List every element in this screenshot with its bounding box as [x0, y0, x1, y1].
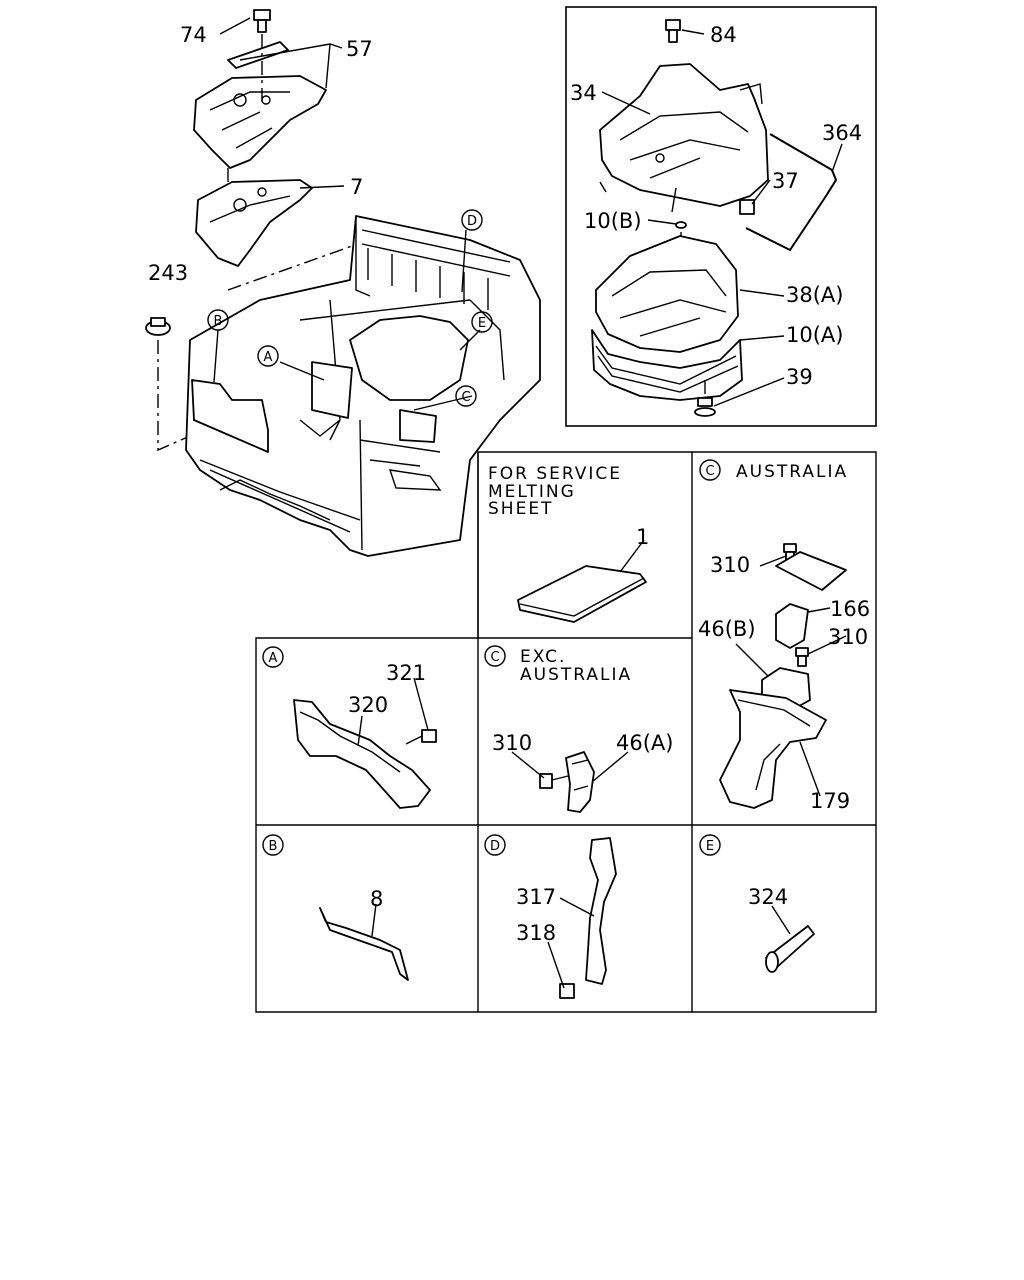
svg-text:C: C: [461, 390, 470, 405]
melting-sheet-panel: [517, 565, 647, 623]
callout-310-au1: 310: [710, 553, 750, 577]
callout-243: 243: [148, 261, 188, 285]
detail-grid: [255, 451, 877, 1013]
exc-australia-panel-heading: C EXC. AUSTRALIA: [484, 645, 632, 685]
detail-a-parts: [293, 699, 437, 809]
svg-text:E: E: [478, 316, 486, 331]
marker-c-main: C: [455, 385, 477, 407]
svg-text:D: D: [490, 839, 500, 854]
svg-text:C: C: [705, 464, 714, 479]
svg-text:MELTING: MELTING: [488, 482, 576, 502]
svg-text:FOR SERVICE: FOR SERVICE: [488, 464, 622, 484]
callout-labels: 74 57 7 243 84 34 364 37 10(B) 38(A) 10(…: [148, 23, 870, 945]
marker-b-main: B: [207, 309, 229, 331]
detail-d-heading: D: [484, 834, 506, 856]
callout-318: 318: [516, 921, 556, 945]
clip-243-icon: [145, 317, 171, 336]
australia-panel-heading: C AUSTRALIA: [699, 459, 848, 482]
bolt-84-icon: [665, 19, 681, 43]
svg-text:B: B: [214, 314, 223, 329]
tray-assembly: [591, 19, 838, 417]
callout-364: 364: [822, 121, 862, 145]
callout-7: 7: [350, 175, 363, 199]
callout-317: 317: [516, 885, 556, 909]
callout-166: 166: [830, 597, 870, 621]
marker-d: D: [461, 209, 483, 231]
svg-text:AUSTRALIA: AUSTRALIA: [520, 665, 632, 685]
callout-39: 39: [786, 365, 813, 389]
svg-text:AUSTRALIA: AUSTRALIA: [736, 462, 848, 482]
screw-321-icon: [405, 729, 437, 745]
callout-37: 37: [772, 169, 799, 193]
bolt-74-icon: [253, 9, 271, 33]
detail-b-parts: [319, 907, 409, 981]
callout-38a: 38(A): [786, 283, 843, 307]
detail-e-heading: E: [699, 834, 721, 856]
callout-310-au2: 310: [828, 625, 868, 649]
svg-text:D: D: [467, 214, 477, 229]
callout-310-exc: 310: [492, 731, 532, 755]
nut-37-icon: [739, 199, 755, 215]
callout-10b: 10(B): [584, 209, 642, 233]
marker-e: E: [471, 311, 493, 333]
svg-text:SHEET: SHEET: [488, 499, 553, 519]
service-panel-heading: FOR SERVICE MELTING SHEET: [488, 464, 622, 519]
callout-8: 8: [370, 887, 383, 911]
bolt-310-exc-icon: [539, 773, 569, 789]
callout-324: 324: [748, 885, 788, 909]
detail-e-parts: [765, 925, 815, 973]
svg-text:A: A: [269, 651, 278, 666]
detail-a-heading: A: [262, 646, 284, 668]
svg-text:C: C: [490, 650, 499, 665]
tray-assembly-box: [565, 6, 877, 427]
svg-text:B: B: [269, 839, 278, 854]
bolt-39-icon: [694, 397, 716, 417]
detail-b-heading: B: [262, 834, 284, 856]
callout-10a: 10(A): [786, 323, 843, 347]
detail-d-parts: [559, 837, 617, 999]
leader-lines: [213, 17, 847, 989]
callout-84: 84: [710, 23, 737, 47]
callout-179: 179: [810, 789, 850, 813]
callout-46a: 46(A): [616, 731, 673, 755]
australia-panel-parts: [719, 543, 847, 809]
svg-text:A: A: [264, 350, 273, 365]
detail-c-exc-parts: [539, 751, 595, 813]
callout-34: 34: [570, 81, 597, 105]
marker-a-main: A: [257, 345, 279, 367]
svg-text:E: E: [706, 839, 714, 854]
callout-74: 74: [180, 23, 207, 47]
floor-assembly: [145, 9, 541, 557]
callout-321: 321: [386, 661, 426, 685]
svg-text:EXC.: EXC.: [520, 647, 566, 667]
screw-318-icon: [559, 983, 575, 999]
callout-1: 1: [636, 525, 649, 549]
callout-320: 320: [348, 693, 388, 717]
bolt-310b-icon: [795, 647, 809, 667]
callout-57: 57: [346, 37, 373, 61]
callout-46b: 46(B): [698, 617, 756, 641]
